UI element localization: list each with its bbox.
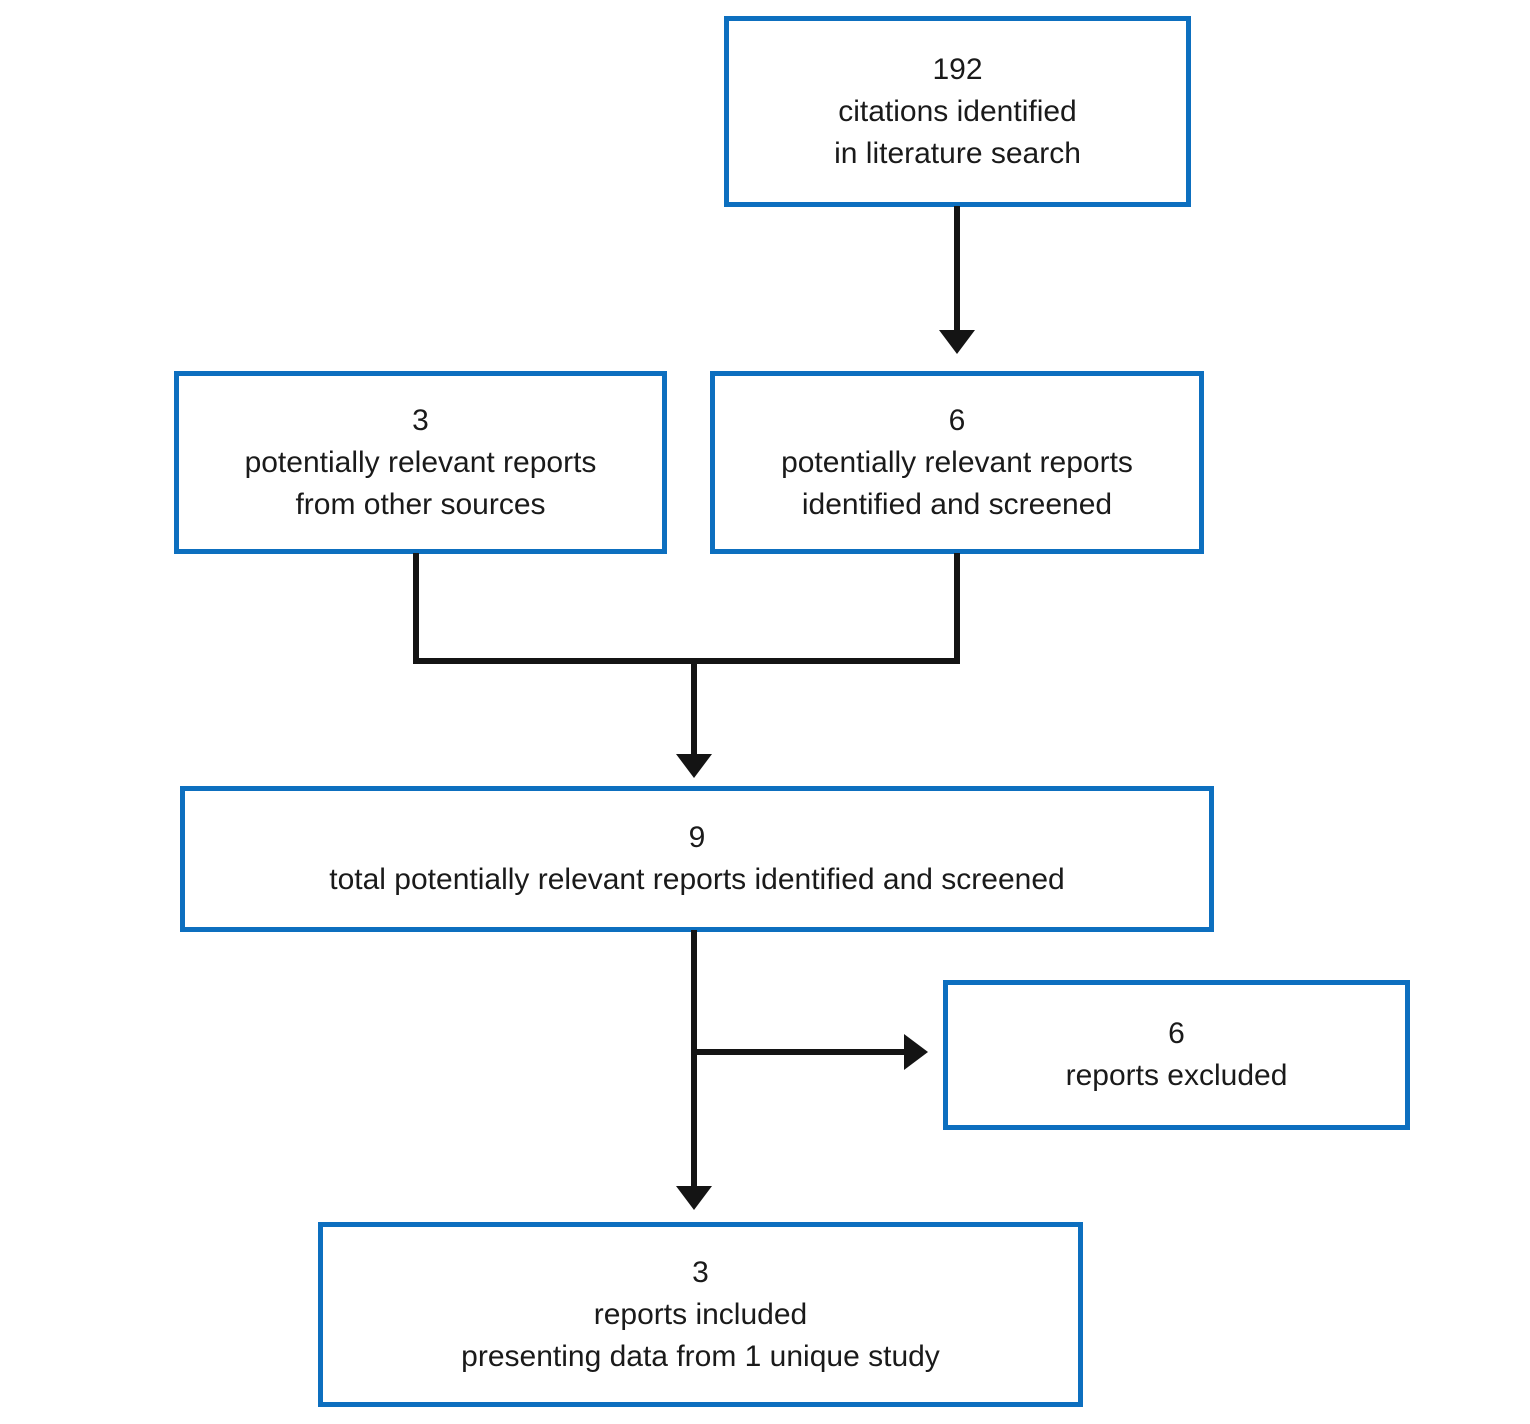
node-count: 6: [948, 403, 966, 437]
node-count: 3: [412, 403, 429, 437]
flow-node-total-screened: 9 total potentially relevant reports ide…: [180, 786, 1214, 932]
connector-other-sources-drop: [413, 553, 419, 664]
connector-total-to-excluded: [694, 1049, 906, 1055]
flow-node-citations-identified: 192 citations identified in literature s…: [724, 16, 1191, 207]
node-count: 3: [692, 1255, 709, 1289]
node-label: total potentially relevant reports ident…: [329, 863, 1065, 896]
flow-node-reports-included: 3 reports included presenting data from …: [318, 1222, 1083, 1407]
connector-merge-bar: [413, 658, 960, 664]
node-label: citations identified in literature searc…: [834, 94, 1081, 170]
connector-merge-to-total: [691, 658, 697, 756]
connector-citations-to-screened: [954, 206, 960, 332]
flow-node-reports-excluded: 6 reports excluded: [943, 980, 1410, 1130]
arrowhead-down-icon: [939, 330, 975, 354]
arrowhead-down-icon: [676, 1186, 712, 1210]
node-label: potentially relevant reports from other …: [244, 445, 597, 521]
flow-node-reports-identified-screened: 6 potentially relevant reports identifie…: [710, 371, 1204, 554]
node-count: 6: [1168, 1017, 1185, 1050]
arrowhead-right-icon: [904, 1034, 928, 1070]
node-label: reports included presenting data from 1 …: [461, 1297, 940, 1373]
node-label: potentially relevant reports identified …: [781, 445, 1133, 521]
arrowhead-down-icon: [676, 754, 712, 778]
connector-total-to-included: [691, 930, 697, 1188]
flow-node-reports-other-sources: 3 potentially relevant reports from othe…: [174, 371, 667, 554]
connector-screened-drop: [954, 553, 960, 664]
node-count: 9: [688, 821, 706, 854]
node-label: reports excluded: [1065, 1059, 1288, 1092]
node-count: 192: [932, 52, 983, 86]
